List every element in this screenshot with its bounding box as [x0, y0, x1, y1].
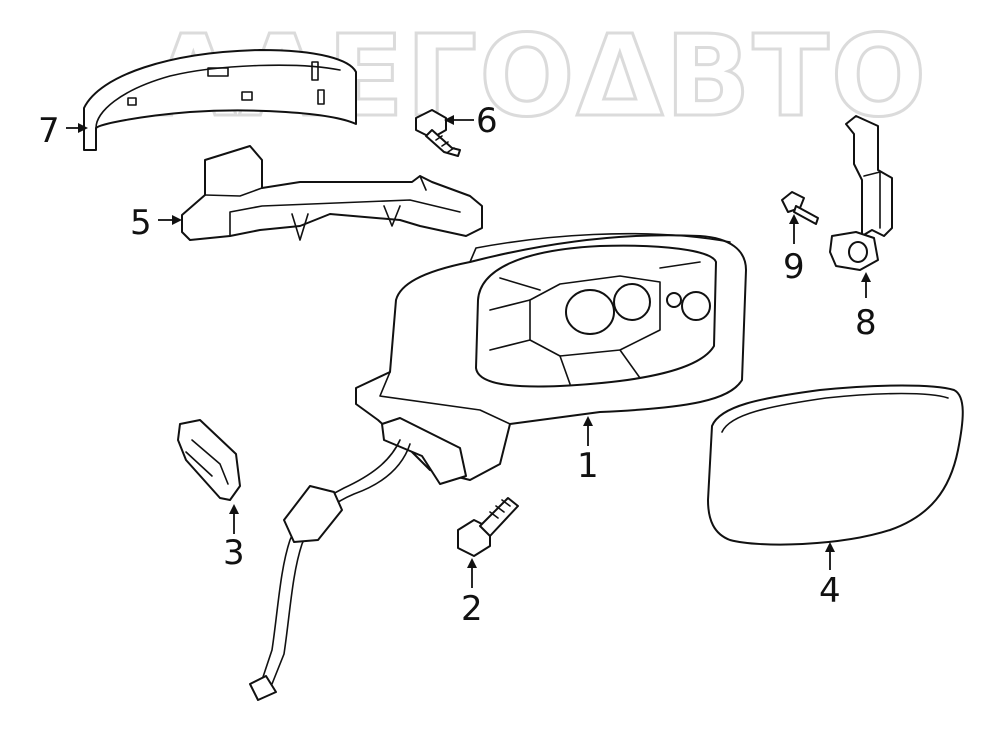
part-6-bolt: [415, 109, 461, 157]
part-1-mirror-housing: [355, 232, 747, 485]
part-9-screw: [781, 191, 819, 225]
callout-2: 2: [461, 589, 483, 629]
callout-1: 1: [577, 446, 599, 486]
part-7-mirror-cap: [83, 49, 357, 151]
callout-7: 7: [38, 111, 60, 151]
wire-harness: [249, 439, 411, 701]
part-3-trim-clip: [177, 419, 241, 501]
part-5-signal-bracket: [181, 145, 483, 241]
callout-4: 4: [819, 571, 841, 611]
callout-9: 9: [783, 247, 805, 287]
callout-3: 3: [223, 533, 245, 573]
part-8-sensor-bracket: [829, 115, 893, 271]
callout-6: 6: [476, 101, 498, 141]
part-4-mirror-glass: [707, 384, 964, 546]
part-2-bolt: [457, 497, 519, 557]
callout-5: 5: [130, 203, 152, 243]
callout-8: 8: [855, 303, 877, 343]
leader-lines: [66, 115, 871, 588]
